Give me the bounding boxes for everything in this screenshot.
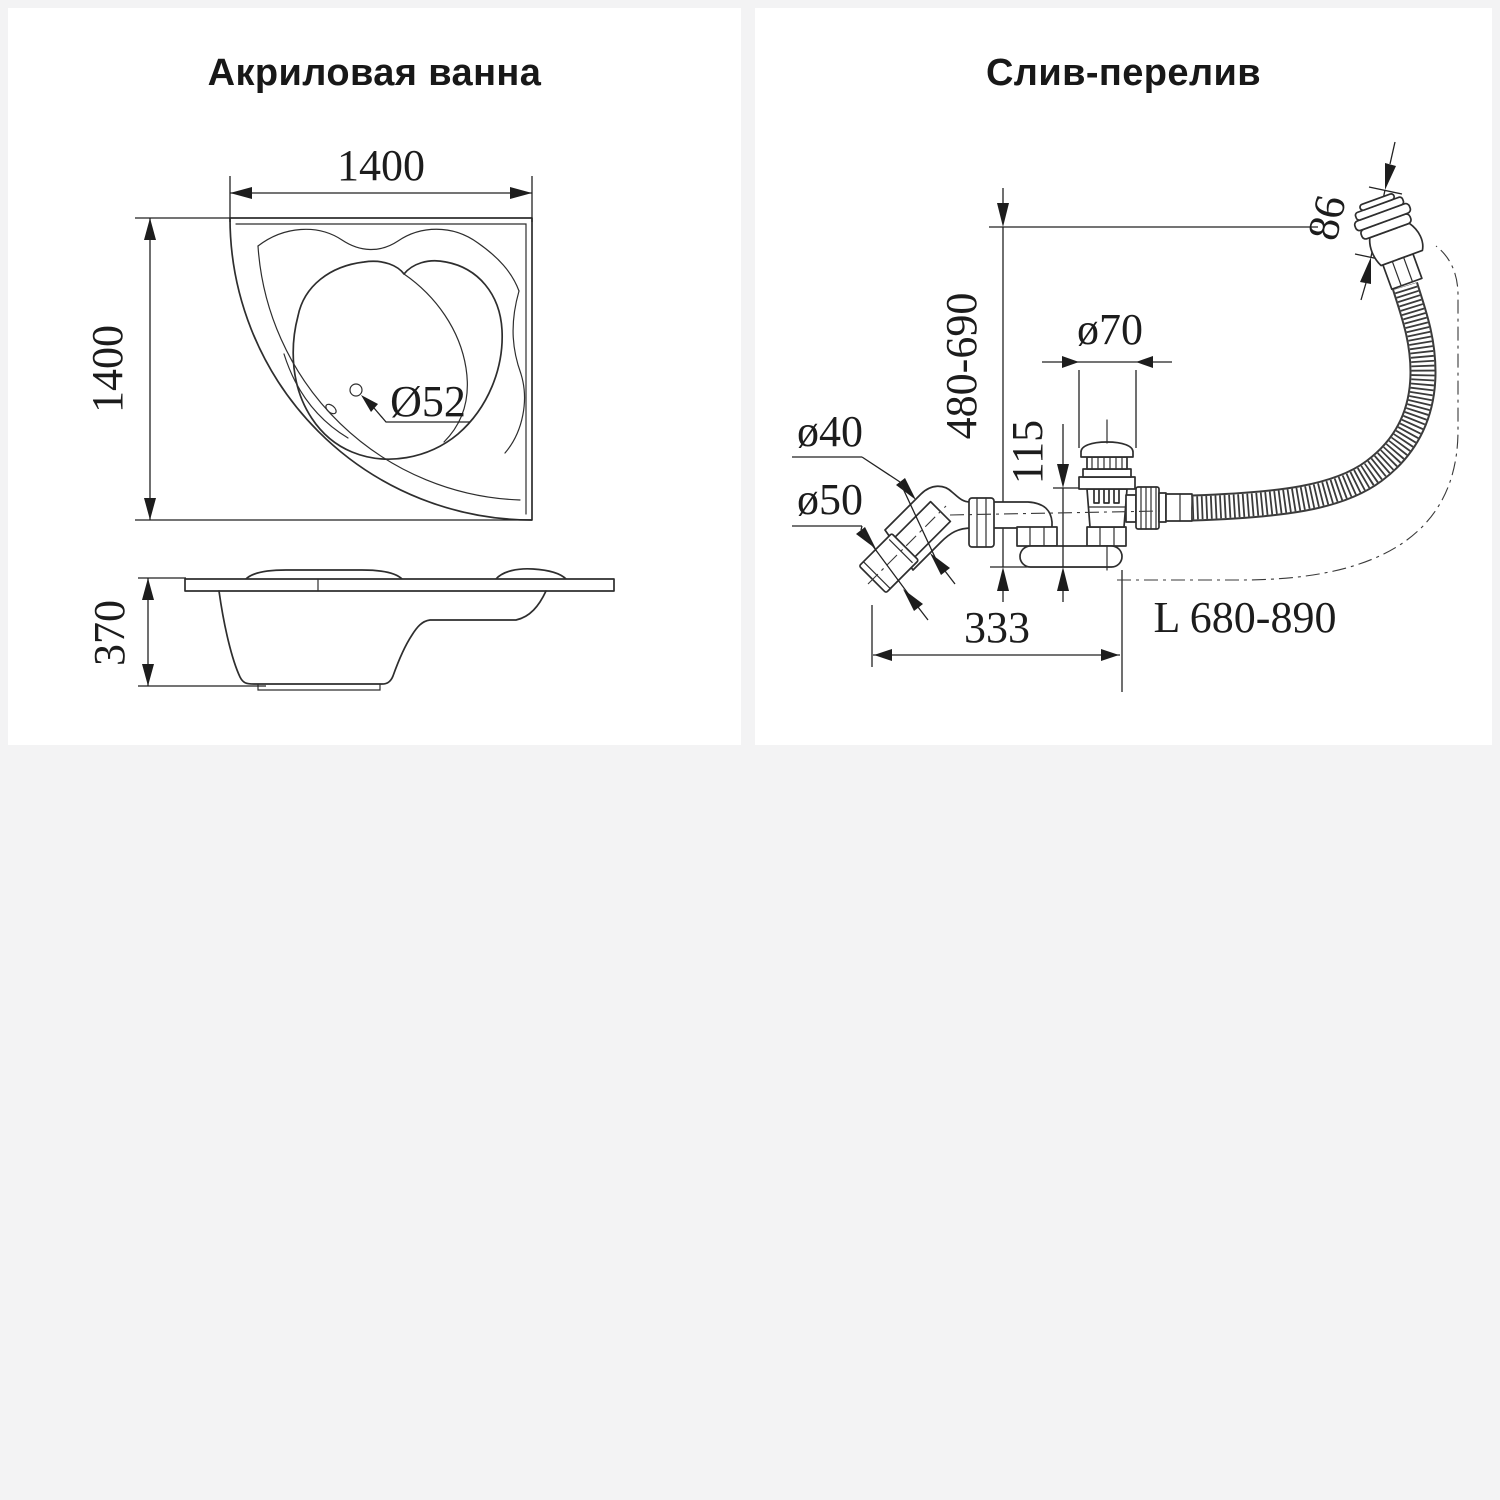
tub-basin <box>292 259 503 460</box>
inlet-centerline <box>867 505 947 585</box>
drain-assembly-drawing: 480-690 115 ø70 <box>792 141 1459 692</box>
overflow-head <box>1353 193 1424 291</box>
tub-rim-edge <box>235 223 527 515</box>
drain-hole <box>349 383 363 397</box>
drain-fittings <box>859 193 1437 593</box>
drain-dimension: Ø52 <box>361 377 470 426</box>
hose-sleeve <box>1165 493 1193 522</box>
pipe-centerline <box>949 510 1161 516</box>
valve-collar-ring <box>1078 476 1136 490</box>
branch-neck <box>1125 494 1137 523</box>
outlet-diameter-label: ø50 <box>797 475 863 524</box>
hose-length-label: L 680-890 <box>1154 593 1337 642</box>
depth-label: 370 <box>85 600 134 666</box>
width-dimension: 1400 <box>229 141 533 222</box>
hose-adapter <box>1158 492 1167 523</box>
body-height-label: 115 <box>1003 420 1052 484</box>
bathtub-panel-title: Акриловая ванна <box>207 52 542 94</box>
tub-inner-rim <box>257 245 521 501</box>
height-dimension: 1400 <box>83 217 532 521</box>
install-height-label: 480-690 <box>937 293 986 440</box>
offset-label: 333 <box>964 603 1030 652</box>
tub-outer-contour <box>229 217 533 521</box>
left-flange-nut <box>1016 526 1058 547</box>
corrugated-hose <box>1191 282 1437 522</box>
bathtub-side-view: 370 <box>85 567 615 691</box>
overflow-head-label: 86 <box>1298 191 1356 245</box>
pipe-union-nut <box>968 497 995 548</box>
valve-cap <box>1080 441 1134 458</box>
tub-rim-bar <box>184 578 615 592</box>
drain-diameter-label: Ø52 <box>390 377 466 426</box>
offset-dimension: 333 <box>871 570 1123 692</box>
tub-armrest-curve <box>283 353 349 439</box>
drain-panel-title: Слив-перелив <box>985 52 1262 94</box>
cap-diameter-label: ø70 <box>1077 305 1143 354</box>
outlet-diameter-far-arrow <box>860 529 929 621</box>
headrest-right <box>495 567 567 580</box>
overflow-cap-top <box>1359 193 1396 212</box>
headrest-left <box>245 569 403 580</box>
hose-union-nut <box>1135 486 1160 530</box>
height-label: 1400 <box>83 325 132 413</box>
drain-flange <box>1019 545 1123 568</box>
tub-jet <box>325 403 337 415</box>
overflow-collar <box>1382 253 1423 291</box>
valve-knurl <box>1086 456 1128 470</box>
outlet-diameter-dimension: ø50 <box>792 475 876 549</box>
width-label: 1400 <box>337 141 425 190</box>
drain-valve <box>1078 441 1136 528</box>
depth-dimension: 370 <box>85 577 266 687</box>
inlet-diameter-dimension: ø40 <box>792 407 916 500</box>
tub-body-profile <box>218 590 547 685</box>
inlet-diameter-label: ø40 <box>797 407 863 456</box>
tub-backrest-divider <box>403 273 468 443</box>
overflow-head-dimension: 86 <box>1298 141 1403 301</box>
hose-range-centerline <box>1117 245 1459 581</box>
bathtub-panel: Акриловая ванна Ø52 <box>8 8 741 745</box>
tub-pedestal <box>257 683 381 691</box>
bathtub-drawing: Ø52 1400 1400 <box>83 141 615 691</box>
tub-top-wave <box>257 228 520 292</box>
tub-right-wave <box>504 290 526 454</box>
drain-panel: Слив-перелив 480-690 <box>755 8 1492 745</box>
cap-diameter-dimension: ø70 <box>1042 305 1172 448</box>
valve-flange-nut <box>1086 526 1127 547</box>
bathtub-top-view: Ø52 1400 1400 <box>83 141 533 521</box>
body-height-dimension: 115 <box>1003 420 1086 602</box>
inlet-diameter-far-arrow <box>899 481 956 585</box>
drain-overlays <box>860 419 1161 621</box>
